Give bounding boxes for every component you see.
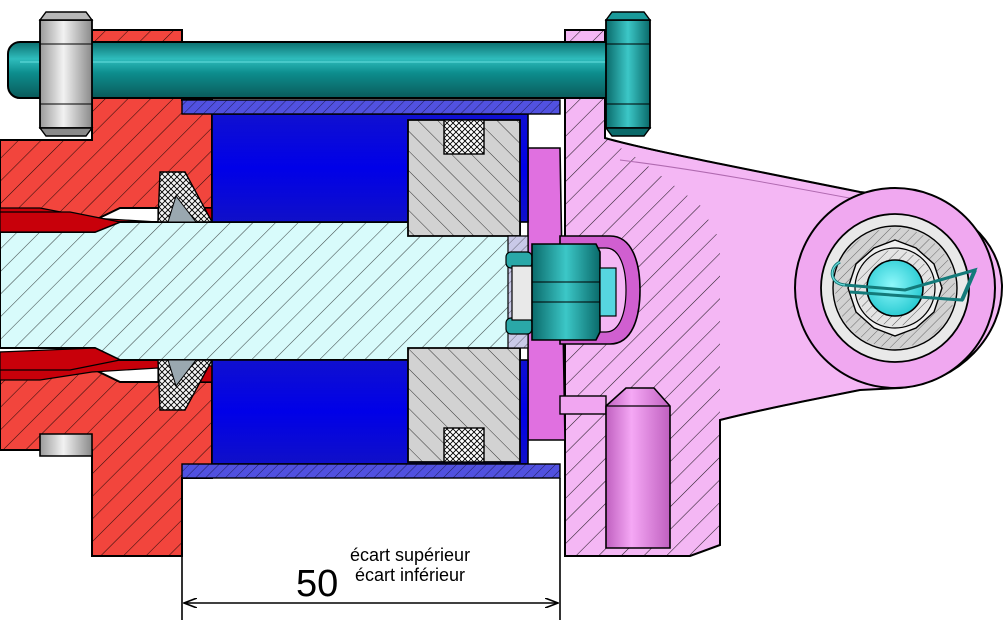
dimension-50: 50 écart supérieur écart inférieur bbox=[181, 478, 561, 620]
bolt-nut-lower bbox=[39, 433, 93, 457]
rod-seal-bottom bbox=[157, 359, 214, 411]
bolt-head-right bbox=[604, 11, 652, 137]
piston-rod bbox=[0, 211, 521, 371]
lower-deviation-label: écart inférieur bbox=[355, 565, 465, 585]
cylinder-liner-top bbox=[181, 99, 561, 115]
tie-bolt bbox=[7, 41, 623, 99]
rod-nut bbox=[505, 243, 617, 341]
lever-body bbox=[564, 29, 1004, 557]
cylinder-liner-bottom bbox=[181, 463, 561, 479]
dimension-nominal: 50 bbox=[296, 563, 338, 605]
upper-deviation-label: écart supérieur bbox=[350, 545, 470, 565]
hairpin-clip bbox=[830, 260, 978, 302]
bolt-nut-left bbox=[38, 11, 94, 137]
indexing-pin bbox=[559, 387, 671, 549]
